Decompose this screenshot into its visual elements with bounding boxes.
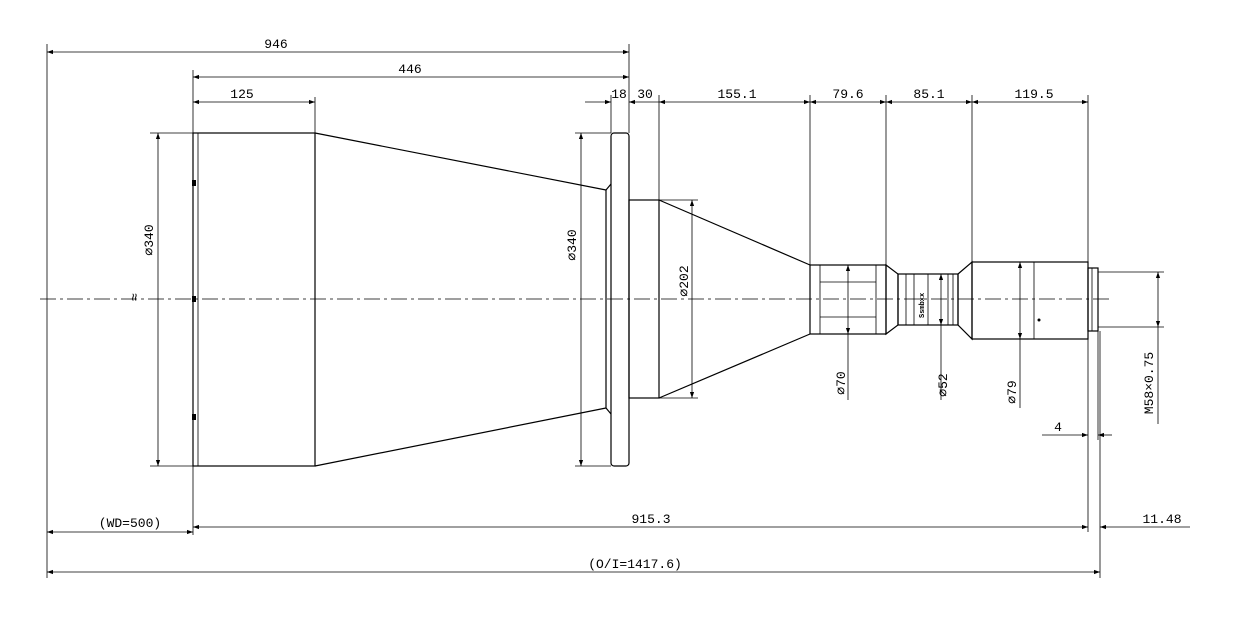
front-screw-mid bbox=[192, 296, 196, 302]
large-cone-bottom bbox=[314, 407, 607, 467]
dia-front-label: ⌀340 bbox=[142, 224, 157, 255]
extension-lines bbox=[46, 44, 1164, 578]
diameter-dimensions bbox=[155, 133, 1161, 466]
c-mount-thread bbox=[1087, 267, 1099, 332]
flange-step bbox=[628, 199, 660, 399]
lens-body bbox=[192, 132, 1099, 467]
dia-flange-label: ⌀340 bbox=[565, 229, 580, 260]
large-cone-collar-top bbox=[605, 183, 612, 191]
dia-70-label: ⌀70 bbox=[834, 371, 849, 394]
small-cone-top bbox=[658, 199, 811, 266]
horizontal-dimensions bbox=[47, 49, 1190, 575]
large-cone-top bbox=[314, 132, 607, 191]
taper-to-52 bbox=[885, 263, 899, 336]
front-barrel bbox=[192, 132, 316, 467]
dim-125: 125 bbox=[230, 87, 253, 102]
dim-4: 4 bbox=[1054, 420, 1062, 435]
dim-wd: (WD=500) bbox=[99, 516, 161, 531]
dim-79-6: 79.6 bbox=[832, 87, 863, 102]
large-cone-collar-bottom bbox=[605, 407, 612, 415]
dim-155-1: 155.1 bbox=[717, 87, 756, 102]
rear-barrel bbox=[971, 261, 1089, 340]
dia-52-label: ⌀52 bbox=[936, 373, 951, 396]
dim-oi: (O/I=1417.6) bbox=[588, 557, 682, 572]
dim-85-1: 85.1 bbox=[913, 87, 944, 102]
front-screw-bottom bbox=[192, 414, 196, 420]
mounting-flange bbox=[610, 132, 630, 467]
dim-119-5: 119.5 bbox=[1014, 87, 1053, 102]
dim-18: 18 bbox=[611, 87, 627, 102]
horizontal-dimension-labels: 946 446 125 18 30 155.1 79.6 85.1 119.5 … bbox=[99, 37, 1182, 572]
front-screw-top bbox=[192, 180, 196, 186]
barrel-engraving: Ssmbxx bbox=[919, 292, 927, 318]
dim-915-3: 915.3 bbox=[631, 512, 670, 527]
break-mark: ≈ bbox=[128, 293, 144, 301]
diameter-labels: ⌀340 ⌀340 ⌀202 ⌀70 ⌀52 ⌀79 M58×0.75 bbox=[142, 224, 1157, 414]
dim-11-48: 11.48 bbox=[1142, 512, 1181, 527]
rear-barrel-dot bbox=[1037, 318, 1041, 322]
taper-to-79 bbox=[957, 260, 973, 341]
dim-446: 446 bbox=[398, 62, 421, 77]
small-cone-bottom bbox=[658, 333, 811, 399]
dim-946: 946 bbox=[264, 37, 287, 52]
dia-202-label: ⌀202 bbox=[677, 265, 692, 296]
dia-79-label: ⌀79 bbox=[1005, 380, 1020, 403]
dim-30: 30 bbox=[637, 87, 653, 102]
dia-m58-label: M58×0.75 bbox=[1142, 352, 1157, 414]
